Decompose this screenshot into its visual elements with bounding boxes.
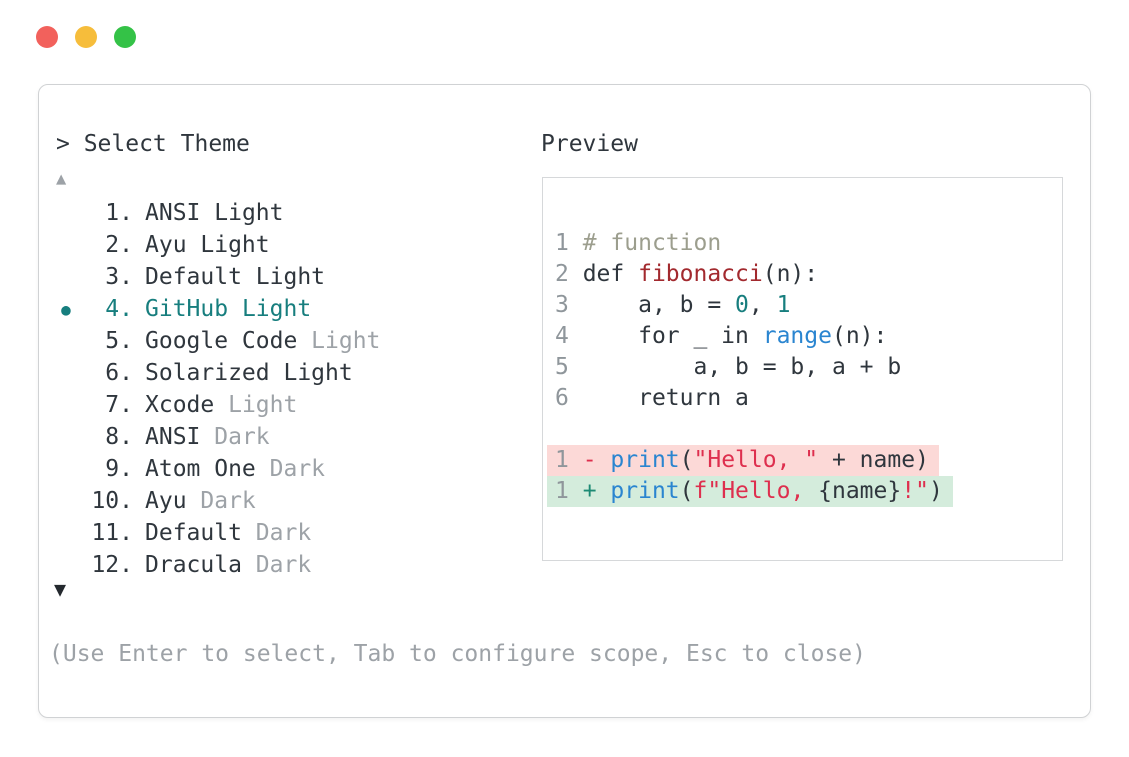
theme-option-default-light[interactable]: 3. Default Light — [49, 261, 380, 293]
theme-option-ansi-dark[interactable]: 8. ANSI Dark — [49, 421, 380, 453]
theme-option-solarized-light[interactable]: 6. Solarized Light — [49, 357, 380, 389]
theme-number: 11. — [91, 520, 133, 546]
theme-number: 4. — [105, 296, 133, 322]
theme-option-atom-one-dark[interactable]: 9. Atom One Dark — [49, 453, 380, 485]
theme-number: 6. — [105, 360, 133, 386]
code-line: 5 a, b = b, a + b — [555, 354, 902, 380]
minimize-button[interactable] — [75, 26, 97, 48]
preview-box: 1 # function 2 def fibonacci(n): 3 a, b = … — [542, 177, 1063, 561]
code-line: 6 return a — [555, 385, 749, 411]
code-line: 3 a, b = 0, 1 — [555, 292, 791, 318]
theme-number: 3. — [105, 264, 133, 290]
theme-number: 8. — [105, 424, 133, 450]
theme-number: 12. — [91, 552, 133, 578]
theme-label: Xcode Light — [145, 392, 298, 418]
theme-selector-panel: > Select Theme ▲ 1. ANSI Light 2. Ayu Light… — [38, 84, 1091, 718]
theme-label: ANSI Dark — [145, 424, 270, 450]
code-line: 4 for _ in range(n): — [555, 323, 888, 349]
blank-line — [555, 414, 1062, 445]
theme-option-xcode-light[interactable]: 7. Xcode Light — [49, 389, 380, 421]
theme-number: 7. — [105, 392, 133, 418]
theme-option-dracula-dark[interactable]: 12. Dracula Dark — [49, 549, 380, 581]
theme-number: 9. — [105, 456, 133, 482]
theme-option-ayu-light[interactable]: 2. Ayu Light — [49, 229, 380, 261]
theme-option-default-dark[interactable]: 11. Default Dark — [49, 517, 380, 549]
scroll-down-indicator-icon[interactable]: ▼ — [54, 577, 67, 601]
theme-label: Default Light — [145, 264, 326, 290]
theme-option-github-light[interactable]: ● 4. GitHub Light — [49, 293, 380, 325]
theme-number: 5. — [105, 328, 133, 354]
theme-label: Google Code Light — [145, 328, 381, 354]
theme-option-ayu-dark[interactable]: 10. Ayu Dark — [49, 485, 380, 517]
theme-label: Solarized Light — [145, 360, 353, 386]
theme-label: Default Dark — [145, 520, 312, 546]
theme-number: 10. — [91, 488, 133, 514]
preview-title: Preview — [541, 131, 638, 157]
select-theme-prompt: > Select Theme — [56, 131, 250, 157]
theme-label: Dracula Dark — [145, 552, 312, 578]
diff-line-removed: 1 - print("Hello, " + name) — [547, 445, 1062, 476]
theme-label: GitHub Light — [145, 296, 312, 322]
theme-number: 2. — [105, 232, 133, 258]
maximize-button[interactable] — [114, 26, 136, 48]
theme-label: Atom One Dark — [145, 456, 326, 482]
window-controls — [36, 26, 136, 48]
code-line: 2 def fibonacci(n): — [555, 261, 819, 287]
theme-label: Ayu Dark — [145, 488, 256, 514]
code-line: 1 # function — [555, 230, 722, 256]
theme-number: 1. — [105, 200, 133, 226]
theme-label: Ayu Light — [145, 232, 270, 258]
close-button[interactable] — [36, 26, 58, 48]
theme-option-google-code-light[interactable]: 5. Google Code Light — [49, 325, 380, 357]
diff-line-added: 1 + print(f"Hello, {name}!") — [547, 476, 1062, 507]
theme-list: 1. ANSI Light 2. Ayu Light 3. Default Light ● 4… — [49, 197, 380, 581]
theme-option-ansi-light[interactable]: 1. ANSI Light — [49, 197, 380, 229]
scroll-up-indicator-icon[interactable]: ▲ — [56, 169, 67, 189]
selected-bullet-icon: ● — [61, 299, 71, 319]
theme-label: ANSI Light — [145, 200, 284, 226]
keyboard-hint: (Use Enter to select, Tab to configure s… — [49, 641, 866, 667]
